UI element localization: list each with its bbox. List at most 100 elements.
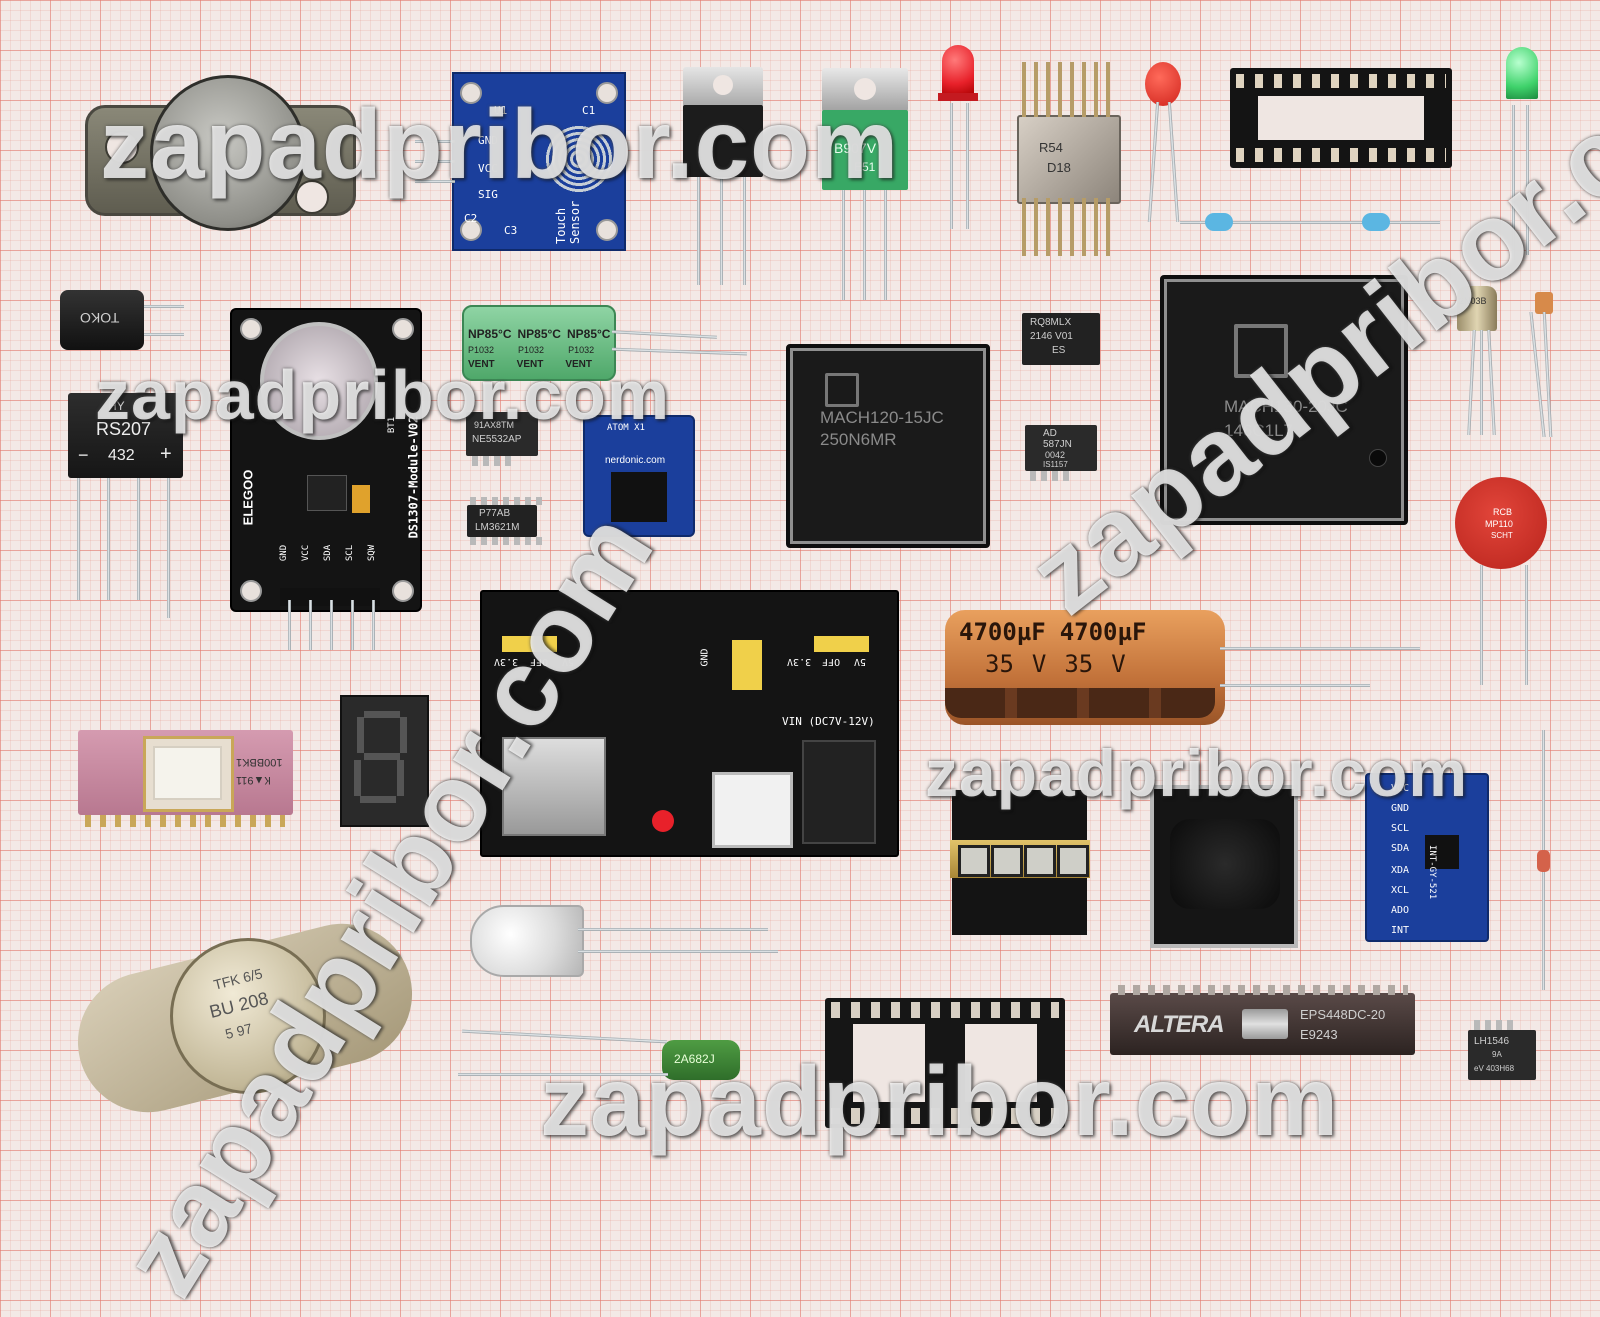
usb-a-port bbox=[502, 737, 606, 836]
altera-part: EPS448DC-20 bbox=[1300, 1007, 1386, 1022]
watermark-mid-right: zapadpribor.com bbox=[925, 736, 1469, 810]
red-led bbox=[938, 45, 978, 105]
rtc-pin-sda: SDA bbox=[323, 544, 334, 562]
mpu-pin-xcl: XCL bbox=[1391, 885, 1410, 896]
electrolytic-capacitor: 4700µF 4700µF 35 V 35 V bbox=[945, 610, 1225, 725]
ceramic-capacitor-red bbox=[1145, 62, 1181, 106]
altera-code: E9243 bbox=[1300, 1027, 1338, 1042]
rtc-pin-sqw: SQW bbox=[367, 544, 378, 562]
mpu-pin-xda: XDA bbox=[1391, 865, 1410, 876]
regulator-marking-2: E51 bbox=[854, 160, 876, 174]
pink-ic-line-2: К▲911 bbox=[236, 774, 271, 786]
tssop-line-2: 2146 V01 bbox=[1030, 331, 1073, 342]
push-switch bbox=[712, 772, 793, 848]
watermark-bottom: zapadpribor.com bbox=[540, 1046, 1340, 1156]
power-off-right: OFF bbox=[822, 656, 841, 667]
axial-resistor-blue-1 bbox=[1205, 213, 1233, 231]
mpu-pin-gnd: GND bbox=[1391, 803, 1410, 814]
tssop-line-1: RQ8MLX bbox=[1030, 317, 1072, 328]
lm3621-line-2: LM3621M bbox=[475, 522, 520, 533]
breadboard-power-module: OFF 3.3V 5V GND 3.3V OFF 5V VIN (DC7V-12… bbox=[480, 590, 899, 857]
pink-ic-line-1: 100BBK1 bbox=[236, 756, 283, 768]
to18-transistor: 2N03B bbox=[1457, 286, 1497, 331]
mpu-pin-sda: SDA bbox=[1391, 843, 1410, 854]
regulator-marking-1: B907V bbox=[834, 140, 877, 156]
seven-segment-display bbox=[340, 695, 429, 827]
amd-logo-icon bbox=[825, 373, 859, 407]
touch-sensor-cap-c2: C2 bbox=[464, 212, 478, 225]
axial-resistor-blue-2 bbox=[1362, 213, 1390, 231]
power-5v-right: 5V bbox=[854, 656, 867, 667]
varistor-line-2: MP110 bbox=[1485, 519, 1513, 529]
mpu-name: INT-GY-521 bbox=[1427, 845, 1437, 900]
cap-voltage-2: 35 bbox=[1064, 650, 1094, 678]
clear-led bbox=[470, 905, 584, 977]
rtc-pin-vcc: VCC bbox=[301, 544, 312, 562]
green-cap-marking-3: NP85°C bbox=[566, 327, 611, 341]
power-3v3-right: 3.3V bbox=[787, 656, 812, 667]
inductor-label: TOKO bbox=[80, 310, 120, 326]
rectifier-minus: − bbox=[78, 445, 89, 465]
bridge-rectifier: HY RS207 − 432 + bbox=[68, 393, 183, 478]
tssop-line-3: ES bbox=[1052, 345, 1066, 356]
lh1546-line-2: 9A bbox=[1492, 1050, 1502, 1059]
to18-marking: 2N03B bbox=[1459, 296, 1487, 306]
green-led bbox=[1502, 47, 1542, 107]
ad-line-1: AD bbox=[1043, 428, 1057, 439]
rectifier-part: RS207 bbox=[96, 419, 152, 439]
touch-pad bbox=[544, 124, 614, 194]
dip8-ad587: AD 587JN 0042 IS1157 bbox=[1025, 425, 1097, 471]
atom-line-1: ATOM X1 bbox=[607, 423, 645, 433]
green-bipolar-capacitor: NP85°C NP85°C NP85°C P1032 P1032 P1032 V… bbox=[462, 305, 616, 381]
watermark-mid-left: zapadpribor.com bbox=[95, 356, 671, 434]
lm3621-line-1: P77AB bbox=[479, 508, 511, 519]
dc-jack bbox=[802, 740, 876, 844]
ad-line-2: 587JN bbox=[1043, 439, 1072, 450]
to3-line-1: TFK 6/5 bbox=[211, 965, 264, 993]
epoxy-socket-module bbox=[1150, 785, 1298, 948]
dip-socket-top bbox=[1230, 68, 1452, 168]
dip-lh1546: LH1546 9A eV 403H68 bbox=[1468, 1030, 1536, 1080]
varistor-line-1: RCB bbox=[1493, 507, 1513, 517]
dip-socket-bottom bbox=[825, 998, 1065, 1128]
touch-sensor-pin-vcc: VCC bbox=[478, 162, 498, 175]
thermostat-switch bbox=[85, 75, 356, 235]
ad-line-4: IS1157 bbox=[1043, 460, 1068, 469]
soic-lm3621: P77AB LM3621M bbox=[467, 505, 537, 537]
small-ceramic-cap bbox=[1535, 292, 1553, 314]
rtc-pin-scl: SCL bbox=[345, 544, 356, 562]
mach130-line-1: MACH130-20JC bbox=[1224, 397, 1348, 416]
ne5532-line-2: NE5532AP bbox=[472, 434, 522, 445]
lh1546-line-3: eV 403H68 bbox=[1474, 1064, 1515, 1073]
to220-transistor-black bbox=[683, 67, 763, 177]
power-vin: VIN (DC7V-12V) bbox=[782, 715, 875, 728]
ne5532-line-1: 91AX8TM bbox=[474, 420, 515, 430]
mpu-pin-int: INT bbox=[1391, 925, 1410, 936]
mach130-line-2: 146C1L7 bbox=[1224, 421, 1294, 440]
film-cap-marking: 2A682J bbox=[674, 1052, 715, 1066]
eprom-window bbox=[1242, 1009, 1288, 1039]
green-cap-code-3: P1032 bbox=[568, 345, 595, 355]
to220-regulator-green: B907V E51 bbox=[822, 68, 908, 190]
amd-logo-icon-2 bbox=[1234, 324, 1288, 378]
green-cap-marking-2: NP85°C bbox=[517, 327, 561, 341]
ad-line-3: 0042 bbox=[1045, 450, 1066, 460]
hybrid-ic-marking-2: D18 bbox=[1047, 160, 1071, 175]
mpu-pin-scl: SCL bbox=[1391, 823, 1410, 834]
watermark-diagonal-left: zapadpribor.com bbox=[98, 491, 677, 1316]
touch-sensor-module: U1 GND VCC SIG C1 C2 C3 Touch Sensor bbox=[452, 72, 626, 251]
touch-sensor-cap-c1: C1 bbox=[582, 104, 596, 117]
altera-brand: ALTERA bbox=[1134, 1011, 1225, 1038]
toko-inductor: TOKO bbox=[60, 290, 144, 350]
film-capacitor-green: 2A682J bbox=[662, 1040, 740, 1080]
touch-sensor-pin-gnd: GND bbox=[478, 134, 498, 147]
rectifier-code: 432 bbox=[108, 447, 135, 464]
mach120-line-2: 250N6MR bbox=[820, 430, 897, 449]
cap-value-1: 4700µF bbox=[959, 618, 1046, 646]
green-cap-marking-1: NP85°C bbox=[468, 327, 512, 341]
to3-power-transistor: TFK 6/5 BU 208 5 97 bbox=[63, 908, 427, 1128]
lh1546-line-1: LH1546 bbox=[1474, 1036, 1510, 1047]
green-cap-vent-2: VENT bbox=[516, 359, 544, 370]
power-gnd: GND bbox=[699, 648, 711, 667]
mpu-pin-vcc: VCC bbox=[1391, 783, 1410, 794]
